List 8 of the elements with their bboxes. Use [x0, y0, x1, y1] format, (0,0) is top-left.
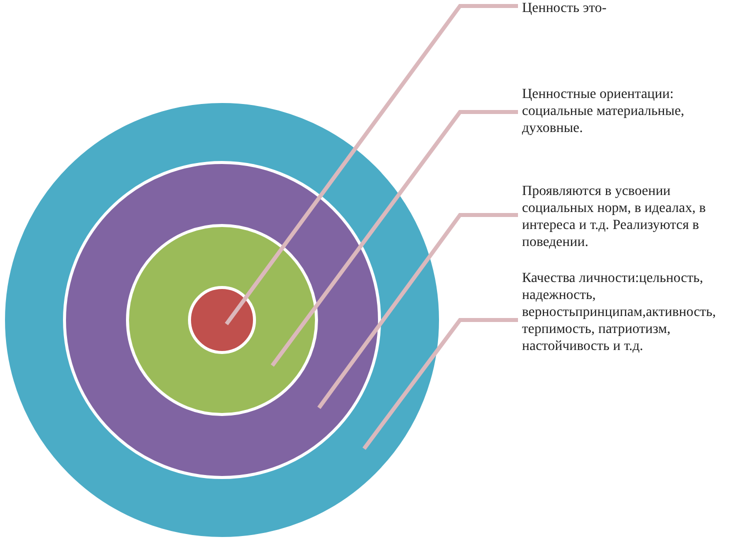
leader-line [270, 110, 518, 367]
annotation-text: Ценностные ориентации: социальные материальные, духовные. [522, 86, 734, 137]
annotation-text: Проявляются в усвоении социальных норм, в идеалах, в интереса и т.д. Реализуются в поведении. [522, 183, 736, 251]
annotation-text: Ценность это- [522, 0, 732, 17]
leader-line [317, 213, 518, 409]
annotation-text: Качества личности:цельность, надежность, верностьпринципам,активность, терпимость, патриотизм, настойчивость и т.д. [522, 270, 736, 355]
leader-line [362, 318, 518, 450]
leader-line [224, 4, 518, 326]
